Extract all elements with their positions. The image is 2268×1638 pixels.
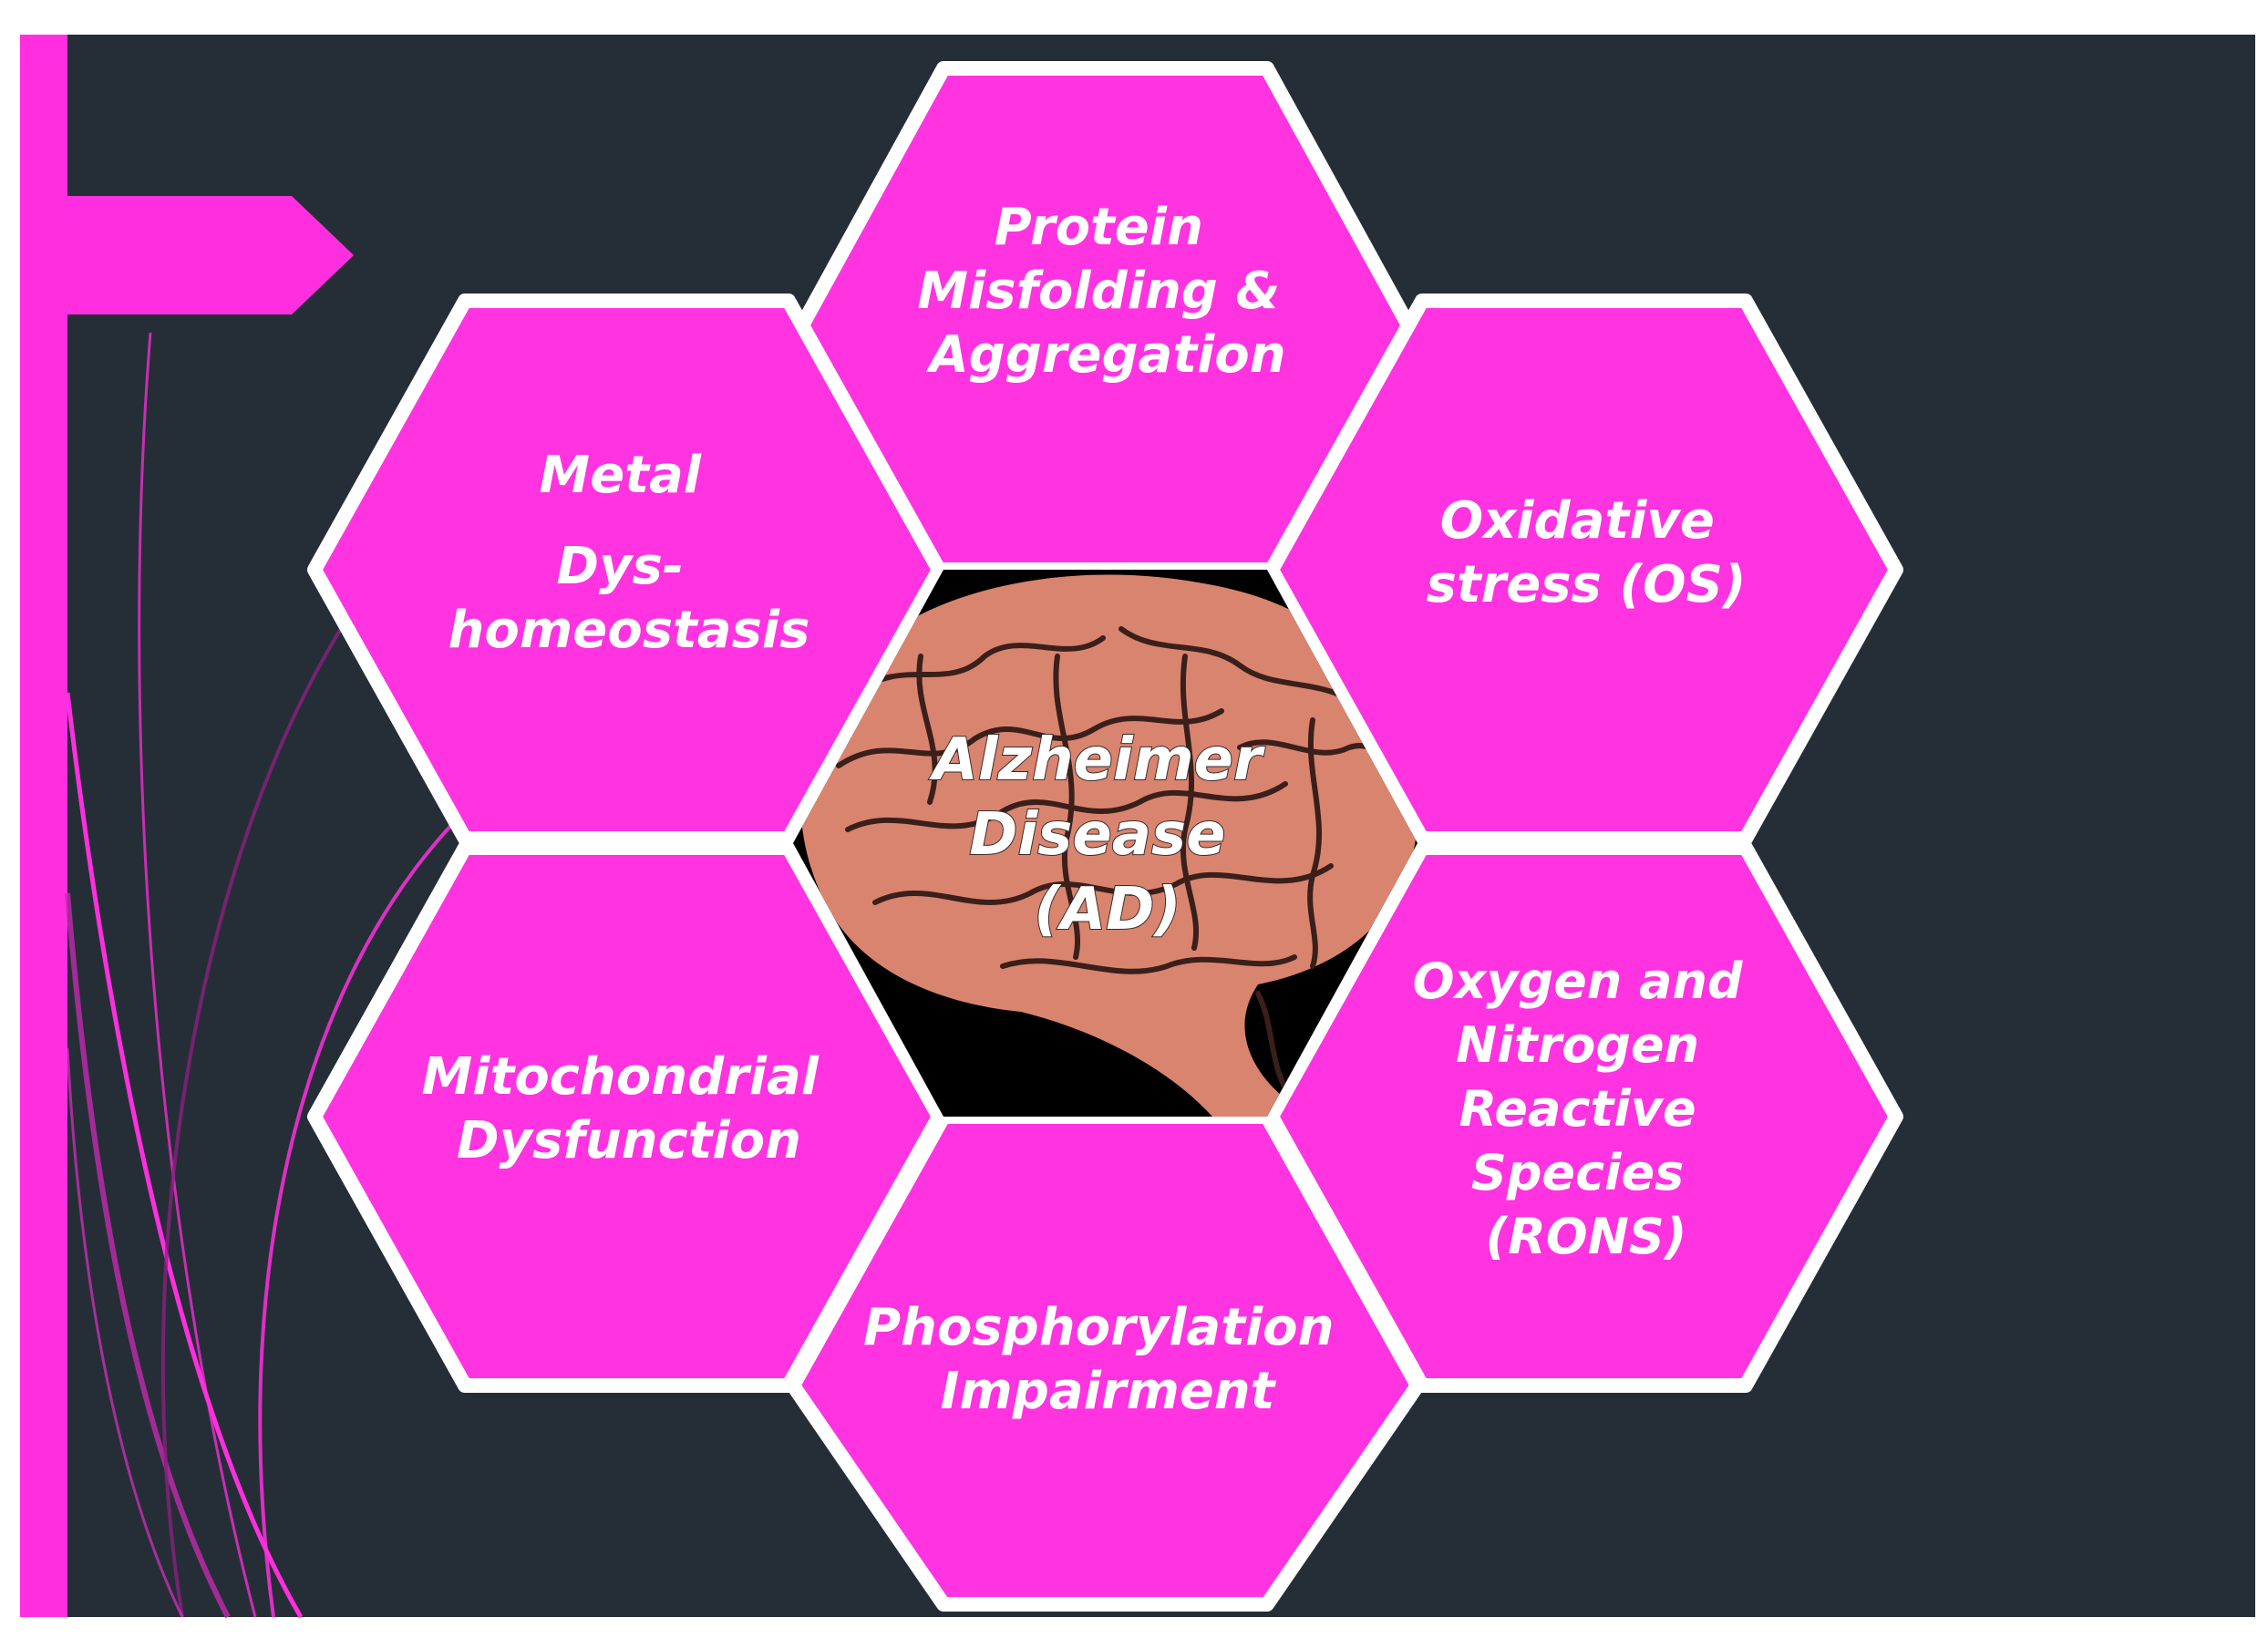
label-line: Mitochondrial	[422, 1047, 820, 1107]
node-label: Phosphorylation Impairment	[863, 1298, 1352, 1421]
label-line: Alzheimer	[928, 726, 1265, 794]
node-label: Oxygen and Nitrogen Reactive Species (RO…	[1413, 953, 1760, 1265]
label-line: Protein	[995, 198, 1203, 257]
label-line: (AD)	[1034, 876, 1180, 943]
node-label: Oxidative stress (OS)	[1427, 491, 1747, 614]
streak-line	[65, 892, 231, 1619]
label-line: Oxidative	[1440, 491, 1715, 551]
node-protein-misfolding: Protein Misfolding & Aggregation	[786, 61, 1425, 623]
label-line: Phosphorylation	[863, 1298, 1335, 1357]
label-line: Nitrogen	[1456, 1016, 1699, 1074]
label-line: Species	[1471, 1144, 1684, 1201]
label-line: (RONS)	[1486, 1208, 1687, 1265]
brain-folds	[836, 626, 1411, 1106]
label-line: Metal	[540, 446, 702, 505]
streak-line	[65, 692, 304, 1619]
node-rons: Oxygen and Nitrogen Reactive Species (RO…	[1264, 840, 1903, 1393]
brain-shape	[800, 574, 1418, 1117]
streak-line	[138, 332, 257, 1618]
streak-line	[160, 618, 348, 1618]
streak-line	[66, 1047, 184, 1618]
accent-arrow-tab	[67, 196, 354, 314]
brain-icon	[793, 570, 1418, 1117]
label-line: homeostasis	[448, 601, 810, 660]
center-node-alzheimer: Alzheimer Disease (AD)	[786, 562, 1425, 1124]
label-line: Impairment	[941, 1362, 1277, 1421]
label-line: Oxygen and	[1413, 953, 1744, 1010]
center-label: Alzheimer Disease (AD)	[928, 726, 1283, 943]
accent-bar	[20, 35, 67, 1617]
streak-line	[258, 819, 458, 1618]
decorative-streaks	[65, 332, 458, 1619]
label-line: Reactive	[1459, 1080, 1696, 1138]
label-line: Dys-	[556, 537, 684, 596]
node-label: Protein Misfolding & Aggregation	[917, 198, 1297, 385]
label-line: stress (OS)	[1427, 555, 1747, 614]
label-line: Dysfunction	[457, 1111, 801, 1170]
node-label: Metal Dys- homeostasis	[448, 446, 810, 660]
node-label: Mitochondrial Dysfunction	[422, 1047, 837, 1170]
node-oxidative-stress: Oxidative stress (OS)	[1264, 294, 1903, 846]
label-line: Aggregation	[925, 325, 1285, 385]
node-metal-dyshomeostasis: Metal Dys- homeostasis	[307, 294, 946, 846]
label-line: Disease	[969, 801, 1225, 869]
label-line: Misfolding &	[917, 262, 1280, 321]
